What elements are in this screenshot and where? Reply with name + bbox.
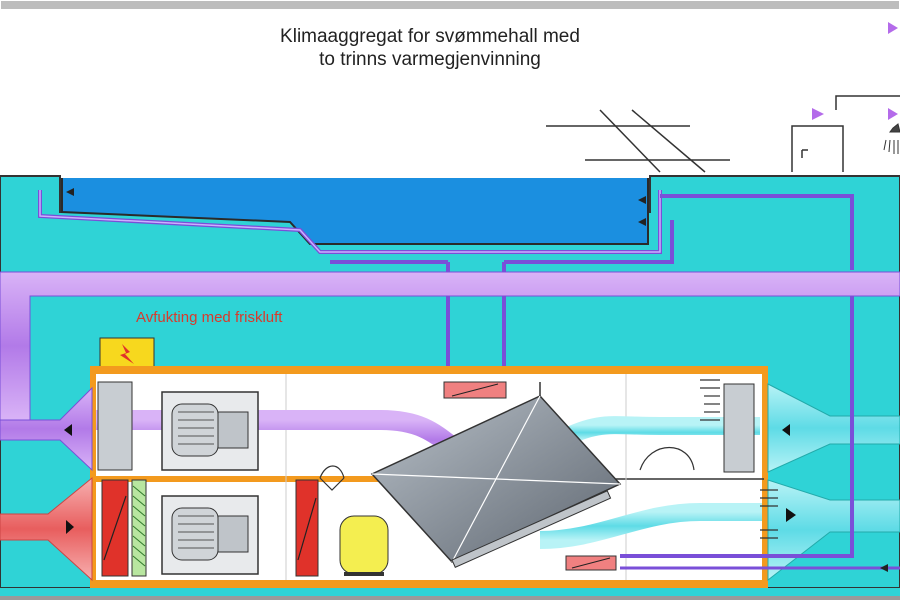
fresh-air-inlet-duct bbox=[767, 383, 900, 473]
pool-heat-coil-diagonal bbox=[451, 383, 499, 397]
casing-right-frame bbox=[762, 366, 768, 588]
casing-middle-frame bbox=[90, 476, 460, 482]
bypass-damper-icon bbox=[639, 447, 695, 471]
pool-inlet-right-lower-arrow-icon bbox=[638, 218, 646, 226]
swimming-pool-water bbox=[62, 178, 648, 244]
return-air-arrow-icon bbox=[64, 424, 72, 436]
hx-drip-tray bbox=[451, 490, 612, 568]
mode-label: Avfukting med friskluft bbox=[136, 309, 283, 326]
pool-inlet-left-arrow-icon bbox=[66, 188, 74, 196]
shower-head-icon bbox=[883, 123, 900, 154]
supply-air-fan-icon bbox=[161, 495, 259, 575]
return-air-fan-icon bbox=[161, 391, 259, 471]
roof-outlet-arrow-icon bbox=[888, 108, 898, 120]
bottom-pipe-arrow-icon bbox=[880, 564, 888, 572]
condenser-coil-diagonal bbox=[571, 557, 611, 569]
casing-bottom-frame bbox=[90, 580, 768, 588]
fresh-air-damper bbox=[723, 383, 755, 473]
exhaust-air-arrow-icon bbox=[66, 520, 74, 534]
supply-air-duct bbox=[0, 271, 900, 421]
tank-base bbox=[344, 572, 384, 576]
pool-outline bbox=[61, 178, 649, 245]
pool-inlet-right-arrow-icon bbox=[638, 196, 646, 204]
casing-top-frame bbox=[90, 366, 768, 374]
right-return-pipe bbox=[620, 296, 854, 558]
hx-diagonal-2 bbox=[451, 395, 541, 563]
return-air-inlet-duct bbox=[0, 386, 93, 472]
roof-sketch bbox=[546, 95, 900, 173]
top-corner-arrow-icon bbox=[888, 22, 898, 34]
supply-damper bbox=[97, 381, 133, 471]
recirculation-damper-icon bbox=[319, 465, 345, 491]
filter-hatching bbox=[132, 485, 146, 567]
roof-inlet-arrow-icon bbox=[812, 108, 824, 120]
diagram-title-line-2: to trinns varmegjenvinning bbox=[319, 49, 541, 70]
supply-air-outlet-duct bbox=[767, 479, 900, 582]
heater-coil-diagonal bbox=[103, 495, 127, 561]
internal-supply-flow bbox=[539, 503, 762, 549]
top-border bbox=[1, 1, 899, 9]
supply-air-outlet-arrow-icon bbox=[786, 508, 796, 522]
diagram-title-line-1: Klimaaggregat for svømmehall med bbox=[280, 26, 580, 47]
bottom-border bbox=[0, 596, 900, 600]
casing-left-frame bbox=[90, 366, 96, 588]
exhaust-grille bbox=[700, 379, 778, 539]
fresh-air-arrow-icon bbox=[782, 424, 790, 436]
reheat-coil-diagonal bbox=[297, 497, 317, 561]
heat-pump-tank bbox=[339, 515, 389, 575]
exhaust-air-outlet-duct bbox=[0, 476, 93, 582]
